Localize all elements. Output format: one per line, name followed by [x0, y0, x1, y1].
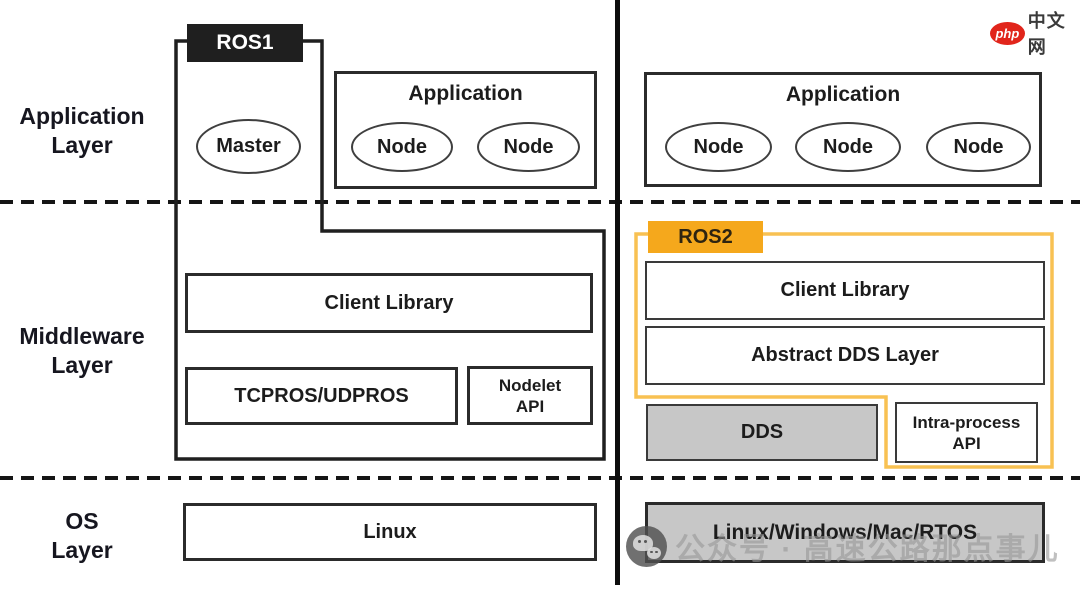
- ros2-node-ellipse: Node: [795, 122, 901, 172]
- ros2-dds-box: DDS: [646, 404, 878, 461]
- ros2-client-library-box: Client Library: [645, 261, 1045, 320]
- middleware-layer-line2: Layer: [51, 352, 113, 378]
- middleware-layer-label: Middleware Layer: [2, 322, 162, 380]
- php-logo-icon: php: [990, 21, 1025, 45]
- ros1-nodelet-api-box: Nodelet API: [467, 366, 593, 425]
- layer-separator-bottom: [0, 476, 1080, 480]
- ros1-transport-box: TCPROS/UDPROS: [185, 367, 458, 425]
- middleware-layer-line1: Middleware: [19, 323, 145, 349]
- wechat-bubble-eye: [650, 550, 653, 553]
- ros1-node-ellipse: Node: [351, 122, 453, 172]
- wechat-bubble-eye: [644, 539, 647, 543]
- application-layer-line2: Layer: [51, 132, 113, 158]
- ros2-abstract-dds-box: Abstract DDS Layer: [645, 326, 1045, 385]
- ros2-intra-process-api-box: Intra-process API: [895, 402, 1038, 463]
- ros1-node-ellipse: Node: [477, 122, 580, 172]
- wechat-bubble-large: [633, 534, 653, 551]
- ros2-node-ellipse: Node: [926, 122, 1031, 172]
- ros2-badge: ROS2: [648, 221, 763, 253]
- ros2-os-box: Linux/Windows/Mac/RTOS: [645, 502, 1045, 563]
- os-layer-line1: OS: [65, 508, 99, 534]
- application-layer-label: Application Layer: [2, 102, 162, 160]
- intra-process-line2: API: [952, 433, 981, 453]
- ros1-os-box: Linux: [183, 503, 597, 561]
- ros2-node-ellipse: Node: [665, 122, 772, 172]
- ros1-master-ellipse: Master: [196, 119, 301, 174]
- os-layer-label: OS Layer: [2, 507, 162, 565]
- vertical-divider: [615, 0, 620, 585]
- nodelet-api-line1: Nodelet: [498, 375, 562, 395]
- os-layer-line2: Layer: [51, 537, 113, 563]
- application-layer-line1: Application: [19, 103, 145, 129]
- nodelet-api-line2: API: [515, 396, 545, 416]
- wechat-bubble-small: [647, 546, 661, 559]
- ros1-badge: ROS1: [187, 24, 303, 62]
- ros1-client-library-box: Client Library: [185, 273, 593, 333]
- ros1-application-title: Application: [408, 82, 523, 105]
- wechat-bubble-eye: [655, 550, 658, 553]
- php-site-name: 中文网: [1027, 11, 1066, 57]
- watermark-text: 公众号 · 高速公路那点事儿: [675, 533, 1060, 566]
- php-site-logo: php 中文网: [990, 7, 1080, 59]
- intra-process-line1: Intra-process: [912, 412, 1021, 432]
- ros2-application-title: Application: [785, 83, 901, 106]
- watermark: 公众号 · 高速公路那点事儿: [626, 524, 1060, 568]
- wechat-bubble-eye: [638, 539, 641, 543]
- wechat-icon: [626, 525, 667, 567]
- layer-separator-top: [0, 200, 1080, 204]
